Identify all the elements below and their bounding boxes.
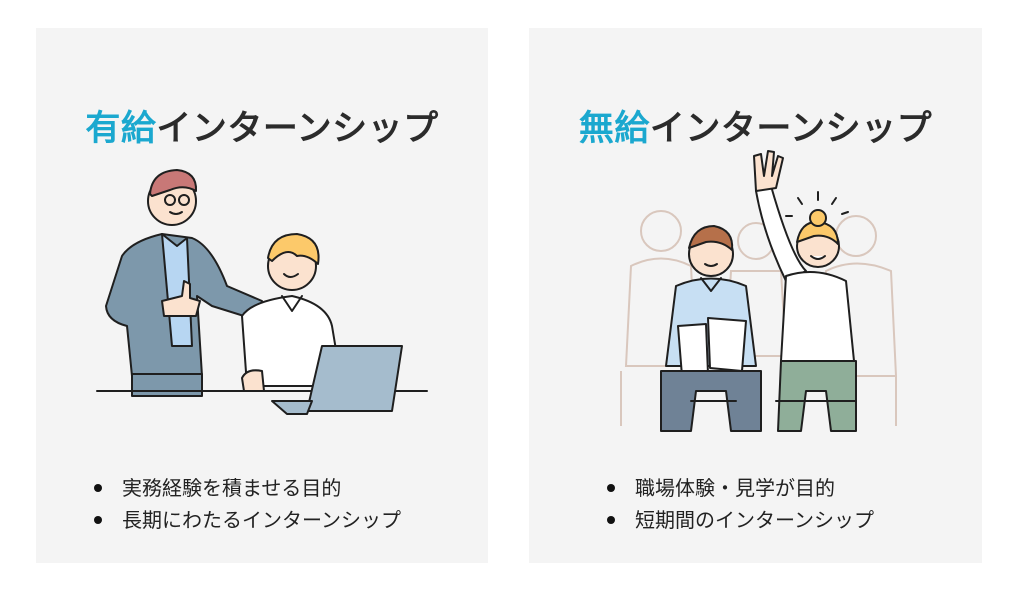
title-accent: 有給 <box>85 109 157 149</box>
feature-list: 職場体験・見学が目的 短期間のインターンシップ <box>607 472 874 536</box>
mentor-intern-icon <box>96 169 428 415</box>
list-item: 長期にわたるインターンシップ <box>94 504 401 536</box>
paid-internship-panel: 有給インターンシップ <box>36 28 488 563</box>
mentor-intern-illustration <box>36 146 488 446</box>
bullet-icon <box>94 516 102 524</box>
bullet-icon <box>607 484 615 492</box>
feature-list: 実務経験を積ませる目的 長期にわたるインターンシップ <box>94 472 401 536</box>
title-rest: インターンシップ <box>156 109 439 149</box>
list-item: 短期間のインターンシップ <box>607 504 874 536</box>
title-rest: インターンシップ <box>649 109 933 149</box>
title-accent: 無給 <box>578 109 650 149</box>
seated-participants-illustration <box>529 146 982 446</box>
bullet-icon <box>94 484 102 492</box>
list-item: 職場体験・見学が目的 <box>607 472 874 504</box>
hand-raise-icon <box>619 150 897 432</box>
bullet-icon <box>607 516 615 524</box>
list-item: 実務経験を積ませる目的 <box>94 472 401 504</box>
panel-title: 有給インターンシップ <box>36 100 488 151</box>
panel-title: 無給インターンシップ <box>529 100 982 151</box>
unpaid-internship-panel: 無給インターンシップ <box>529 28 982 563</box>
